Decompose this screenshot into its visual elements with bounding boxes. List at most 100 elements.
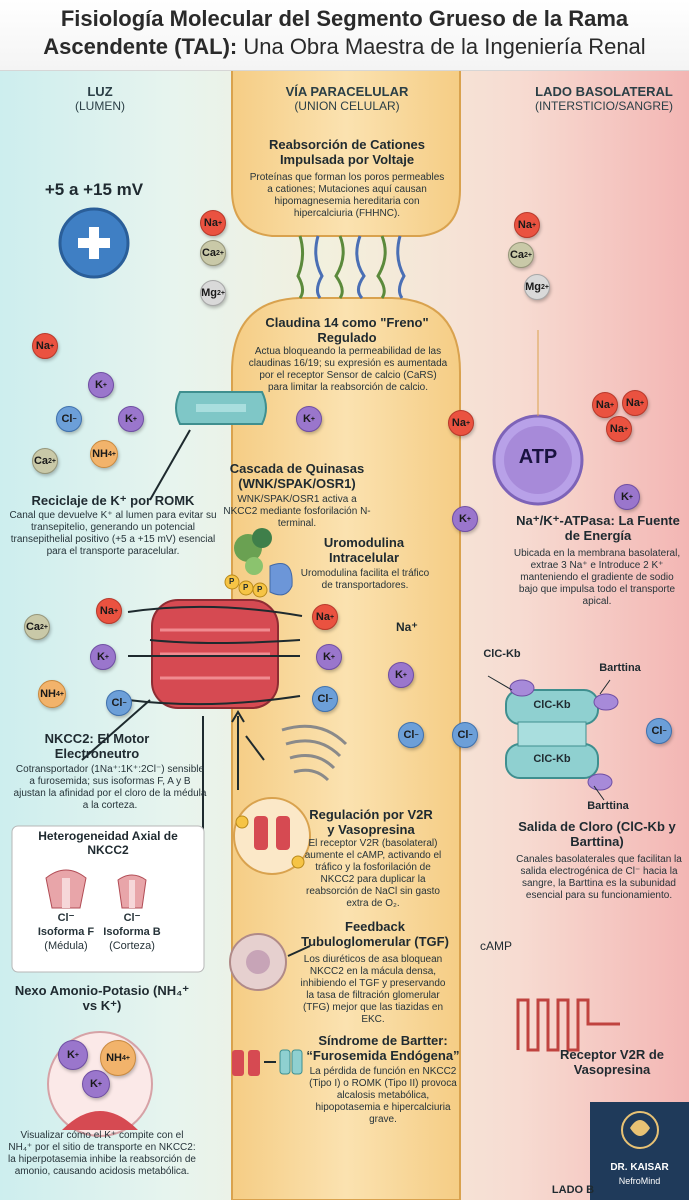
ion-sodium: Na+	[622, 390, 648, 416]
ion-potassium: K+	[90, 644, 116, 670]
v2r-title: Regulación por V2R y Vasopresina	[309, 807, 433, 837]
plus-sign-icon	[58, 207, 130, 279]
paracellular-heading: VÍA PARACELULAR	[285, 84, 409, 99]
v2r-text: El receptor V2R (basolateral) aumente el…	[304, 838, 442, 909]
isoform-b-label: Isoforma B	[103, 926, 161, 938]
ammonium-text: Visualizar cómo el K⁺ compite con el NH₄…	[8, 1130, 196, 1177]
kinase-cascade	[224, 528, 293, 598]
ion-sodium: Na+	[200, 210, 226, 236]
title-line-2-rest: Una Obra Maestra de la Ingeniería Renal	[237, 34, 646, 59]
ion-potassium: K+	[58, 1040, 88, 1070]
clc-text: Canales basolaterales que facilitan la s…	[516, 854, 682, 901]
bartter-icons	[232, 1049, 303, 1076]
atpase-title: Na⁺/K⁺-ATPasa: La Fuente de Energía	[516, 513, 680, 543]
kinases-text: WNK/SPAK/OSR1 activa a NKCC2 mediante fo…	[223, 494, 371, 529]
ion-sodium-plain: Na⁺	[396, 620, 418, 634]
romk-channel	[149, 391, 267, 501]
kinases-title: Cascada de Quinasas (WNK/SPAK/OSR1)	[229, 461, 365, 491]
uromodulin-text: Uromodulina facilita el tráfico de trans…	[300, 568, 430, 591]
ammonium-title: Nexo Amonio-Potasio (NH₄⁺ vs K⁺)	[14, 983, 190, 1013]
axial-box	[11, 825, 205, 973]
ion-sodium: Na+	[448, 410, 474, 436]
claudin14-text: Actua bloqueando la permeabilidad de las…	[248, 346, 448, 393]
phosphate-label: P	[243, 583, 249, 592]
clc-channel-2: ClC-Kb	[533, 753, 571, 765]
ion-sodium: Na+	[606, 416, 632, 442]
lumen-heading: LUZ	[87, 84, 113, 99]
footer-fragment: LADO B	[551, 1184, 595, 1196]
ion-sodium: Na+	[96, 598, 122, 624]
nkcc2-title: NKCC2: El Motor Electroneutro	[44, 731, 150, 761]
ion-potassium: K+	[118, 406, 144, 432]
barttin-bottom-label: Barttina	[587, 800, 629, 812]
ion-potassium: K+	[296, 406, 322, 432]
ion-potassium: K+	[614, 484, 640, 510]
ion-sodium: Na+	[592, 392, 618, 418]
ion-chloride: Cl−	[56, 406, 82, 432]
atpase-text: Ubicada en la membrana basolateral, extr…	[513, 548, 681, 607]
barttin-top-label: Barttina	[599, 662, 641, 674]
romk-text: Canal que devuelve K⁺ al lumen para evit…	[9, 510, 217, 557]
v2r-receptor	[516, 998, 620, 1052]
ion-chloride: Cl−	[452, 722, 478, 748]
ion-potassium: K+	[82, 1070, 110, 1098]
receptor-v2r-title: Receptor V2R de Vasopresina	[559, 1047, 665, 1077]
macula-densa-cell	[229, 933, 311, 991]
paracellular-sub: (UNION CELULAR)	[294, 99, 400, 113]
ion-sodium: Na+	[312, 604, 338, 630]
isoform-f-sub: (Médula)	[44, 940, 88, 952]
nkcc2-text: Cotransportador (1Na⁺:1K⁺:2Cl⁻) sensible…	[13, 764, 207, 811]
axial-title: Heterogeneidad Axial de NKCC2	[38, 829, 178, 857]
brand-name: DR. KAISAR	[610, 1162, 669, 1173]
title-line-2: Ascendente (TAL): Una Obra Maestra de la…	[0, 34, 689, 60]
basolateral-sub: (INTERSTICIO/SANGRE)	[534, 99, 673, 113]
tgf-text: Los diuréticos de asa bloquean NKCC2 en …	[300, 954, 446, 1025]
isoform-b-sub: (Corteza)	[109, 940, 155, 952]
uromodulin-title: Uromodulina Intracelular	[323, 535, 405, 565]
v2r-inset	[233, 797, 311, 875]
cation-reabsorption-title: Reabsorción de Cationes Impulsada por Vo…	[268, 137, 426, 167]
isoform-b-ion: Cl⁻	[123, 912, 141, 924]
ion-sodium: Na+	[32, 333, 58, 359]
ion-potassium: K+	[452, 506, 478, 532]
claudin-strands	[296, 235, 406, 300]
phosphate-label: P	[229, 577, 235, 586]
ion-chloride: Cl−	[398, 722, 424, 748]
title-banner: Fisiología Molecular del Segmento Grueso…	[0, 0, 689, 71]
nkcc2-transporter	[81, 599, 303, 761]
ion-sodium: Na+	[514, 212, 540, 238]
ion-potassium: K+	[316, 644, 342, 670]
trafficking-arrows	[202, 710, 265, 830]
clc-channel-1: ClC-Kb	[533, 699, 571, 711]
bartter-text: La pérdida de función en NKCC2 (Tipo I) …	[309, 1066, 457, 1125]
cation-reabsorption-text: Proteínas que forman los poros permeable…	[249, 172, 445, 219]
ion-potassium: K+	[388, 662, 414, 688]
phosphate-label: P	[257, 585, 263, 594]
tgf-title: Feedback Tubuloglomerular (TGF)	[301, 919, 449, 949]
ion-chloride: Cl−	[646, 718, 672, 744]
atp-pump	[492, 330, 584, 506]
ion-potassium: K+	[88, 372, 114, 398]
isoform-f-icon	[45, 869, 87, 909]
voltage-label: +5 a +15 mV	[44, 180, 144, 199]
isoform-f-ion: Cl⁻	[57, 912, 75, 924]
ion-chloride: Cl−	[312, 686, 338, 712]
tight-junction-cell	[231, 69, 461, 237]
bartter-title: Síndrome de Bartter: “Furosemida Endógen…	[306, 1033, 460, 1063]
camp-label: cAMP	[479, 939, 512, 953]
romk-title: Reciclaje de K⁺ por ROMK	[31, 493, 195, 508]
clc-title: Salida de Cloro (ClC-Kb y Barttina)	[518, 819, 676, 849]
claudin14-title: Claudina 14 como "Freno" Regulado	[265, 315, 429, 345]
clc-top-label: ClC-Kb	[483, 648, 521, 660]
brand-sub: NefroMind	[618, 1176, 661, 1186]
atp-label: ATP	[518, 446, 558, 468]
